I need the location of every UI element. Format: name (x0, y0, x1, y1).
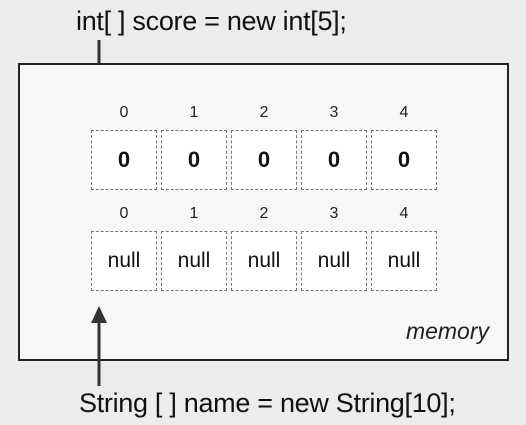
score-cell: 0 (231, 130, 297, 190)
score-cell: 0 (91, 130, 157, 190)
score-index: 0 (119, 104, 129, 121)
name-cell: null (371, 231, 437, 291)
memory-box: memory (18, 63, 509, 361)
name-index: 1 (189, 205, 199, 222)
name-arrow-icon (91, 306, 107, 386)
name-index: 2 (259, 205, 269, 222)
name-index: 0 (119, 205, 129, 222)
name-index-row: 0 1 2 3 4 (91, 205, 441, 223)
score-index: 1 (189, 104, 199, 121)
score-cell: 0 (371, 130, 437, 190)
score-index: 4 (399, 104, 409, 121)
name-array: null null null null null (91, 231, 441, 291)
name-cell: null (161, 231, 227, 291)
score-index-row: 0 1 2 3 4 (91, 104, 441, 122)
name-cell: null (91, 231, 157, 291)
score-array: 0 0 0 0 0 (91, 130, 441, 190)
name-declaration: String [ ] name = new String[10]; (79, 388, 456, 418)
name-cell: null (301, 231, 367, 291)
name-cell: null (231, 231, 297, 291)
score-index: 2 (259, 104, 269, 121)
score-cell: 0 (161, 130, 227, 190)
score-declaration: int[ ] score = new int[5]; (76, 6, 347, 36)
name-index: 3 (329, 205, 339, 222)
score-index: 3 (329, 104, 339, 121)
name-index: 4 (399, 205, 409, 222)
memory-label: memory (405, 318, 489, 344)
score-cell: 0 (301, 130, 367, 190)
